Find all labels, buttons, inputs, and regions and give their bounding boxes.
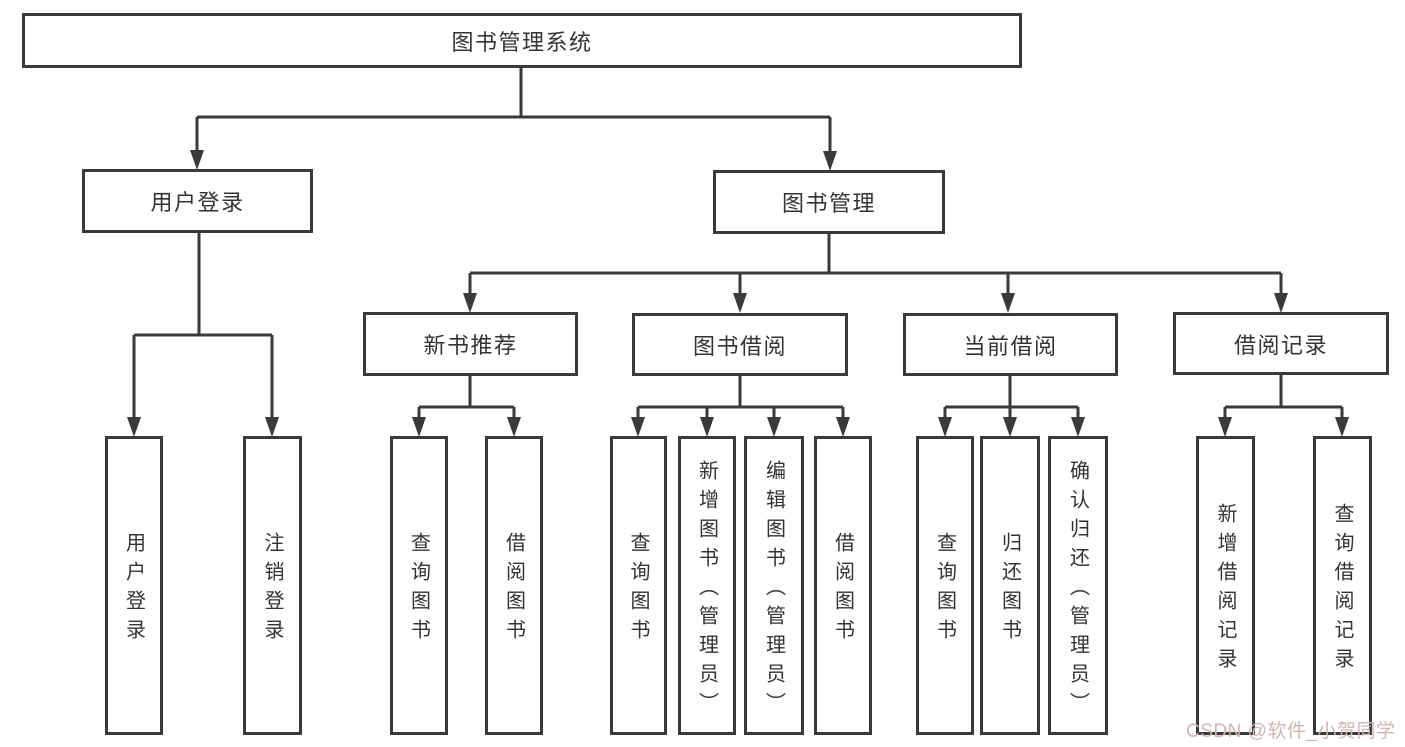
arrowhead [1071, 417, 1085, 437]
arrowhead [767, 417, 781, 437]
connector-book-management-children [463, 233, 1288, 313]
node-user-login: 用户登录 [82, 169, 313, 233]
node-book-borrowing: 图书借阅 [632, 313, 848, 376]
arrowhead [700, 417, 714, 437]
node-current-borrowing: 当前借阅 [903, 313, 1118, 376]
arrowhead [127, 417, 141, 437]
arrowhead [1003, 417, 1017, 437]
arrowhead [1001, 293, 1015, 313]
connector-book-borrowing-children [631, 375, 850, 437]
node-book-management: 图书管理 [713, 170, 945, 234]
leaf-current-return-book: 归还图书 [980, 436, 1040, 735]
leaf-borrowing-query-book: 查询图书 [610, 436, 667, 735]
connector-root-to-level1 [190, 67, 837, 171]
arrowhead [823, 151, 837, 171]
leaf-records-query-record: 查询借阅记录 [1313, 436, 1372, 735]
leaf-current-confirm-return-admin: 确认归还（管理员） [1048, 436, 1108, 735]
leaf-borrowing-edit-book-admin: 编辑图书（管理员） [744, 436, 804, 735]
leaf-recommend-query-book: 查询图书 [390, 436, 448, 735]
arrowhead [1218, 417, 1232, 437]
connector-new-book-recommend-children [412, 375, 521, 437]
node-new-book-recommend: 新书推荐 [363, 312, 578, 376]
arrowhead [938, 417, 952, 437]
leaf-borrowing-borrow-book: 借阅图书 [814, 436, 872, 735]
arrowhead [412, 417, 426, 437]
arrowhead [190, 150, 204, 170]
arrowhead [463, 293, 477, 313]
arrowhead [507, 417, 521, 437]
leaf-user-login: 用户登录 [105, 436, 163, 735]
leaf-borrowing-add-book-admin: 新增图书（管理员） [678, 436, 736, 735]
node-root: 图书管理系统 [22, 13, 1022, 68]
node-borrow-records: 借阅记录 [1173, 312, 1389, 375]
leaf-current-query-book: 查询图书 [916, 436, 974, 735]
arrowhead [836, 417, 850, 437]
connector-borrow-records-children [1218, 374, 1349, 437]
connector-user-login-children [127, 232, 279, 437]
connector-current-borrowing-children [938, 375, 1085, 437]
arrowhead [631, 417, 645, 437]
arrowhead [1335, 417, 1349, 437]
csdn-watermark: CSDN @软件_小贺同学 [1186, 721, 1396, 742]
arrowhead [265, 417, 279, 437]
leaf-recommend-borrow-book: 借阅图书 [485, 436, 543, 735]
leaf-logout-login: 注销登录 [243, 436, 302, 735]
arrowhead [1274, 293, 1288, 313]
leaf-records-add-record: 新增借阅记录 [1196, 436, 1255, 735]
arrowhead [733, 293, 747, 313]
